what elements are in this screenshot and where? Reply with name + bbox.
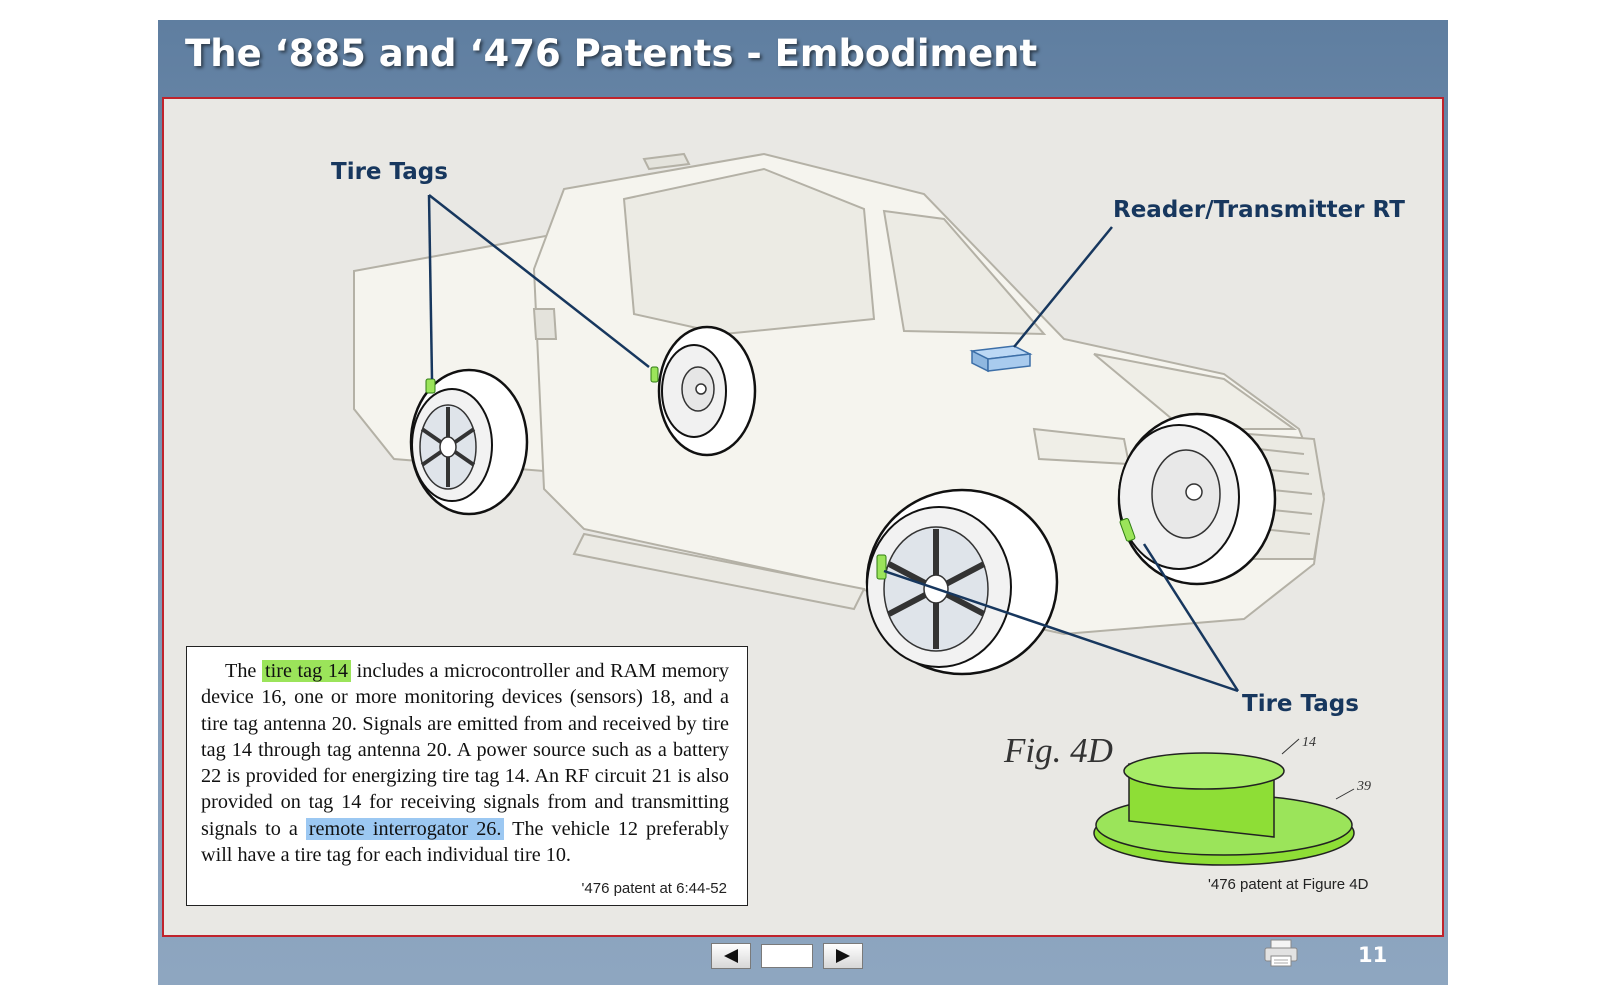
figure-label: Fig. 4D xyxy=(1004,731,1113,770)
reader-transmitter-box xyxy=(969,345,1033,373)
slide-title: The ‘885 and ‘476 Patents - Embodiment xyxy=(185,32,1038,75)
fig-4d-drawing xyxy=(1093,738,1355,866)
printer-icon xyxy=(1264,939,1298,967)
page-number: 11 xyxy=(1358,943,1388,967)
slide-content: Tire Tags Reader/Transmitter RT Tire Tag… xyxy=(162,97,1444,937)
figure-ref-39: 39 xyxy=(1357,779,1371,794)
triangle-left-icon xyxy=(724,949,738,963)
quote-highlight-remote-interrogator: remote interrogator 26. xyxy=(305,817,505,840)
rear-right-wheel xyxy=(657,325,757,457)
callout-tire-tags-bottom: Tire Tags xyxy=(1242,691,1359,717)
tire-tag-markers xyxy=(425,366,1136,580)
quote-highlight-tire-tag: tire tag 14 xyxy=(262,660,352,682)
quote-text-part-2: includes a microcontroller and RAM memor… xyxy=(201,660,729,840)
prev-slide-button[interactable] xyxy=(711,943,751,969)
callout-tire-tags-top: Tire Tags xyxy=(331,159,448,185)
rear-left-wheel xyxy=(409,368,529,516)
truck-illustration xyxy=(353,152,1355,866)
next-slide-button[interactable] xyxy=(823,943,863,969)
patent-quote-box: The tire tag 14 includes a microcontroll… xyxy=(186,646,748,906)
front-left-wheel xyxy=(865,488,1059,676)
callout-reader-transmitter: Reader/Transmitter RT xyxy=(1113,197,1405,223)
slide: The ‘885 and ‘476 Patents - Embodiment xyxy=(158,20,1448,985)
print-button[interactable] xyxy=(1263,938,1299,973)
quote-text-part-1: The xyxy=(225,660,263,682)
quote-citation: '476 patent at 6:44-52 xyxy=(581,880,727,897)
front-right-wheel xyxy=(1117,412,1277,586)
quote-text-part-3: The vehicle 12 preferably will have a ti… xyxy=(201,817,729,867)
figure-ref-14: 14 xyxy=(1302,735,1316,750)
figure-citation: '476 patent at Figure 4D xyxy=(1208,876,1369,893)
patent-quote-text: The tire tag 14 includes a microcontroll… xyxy=(201,658,729,868)
triangle-right-icon xyxy=(836,949,850,963)
callout-lines xyxy=(427,194,1240,693)
slide-number-field[interactable] xyxy=(761,944,813,968)
